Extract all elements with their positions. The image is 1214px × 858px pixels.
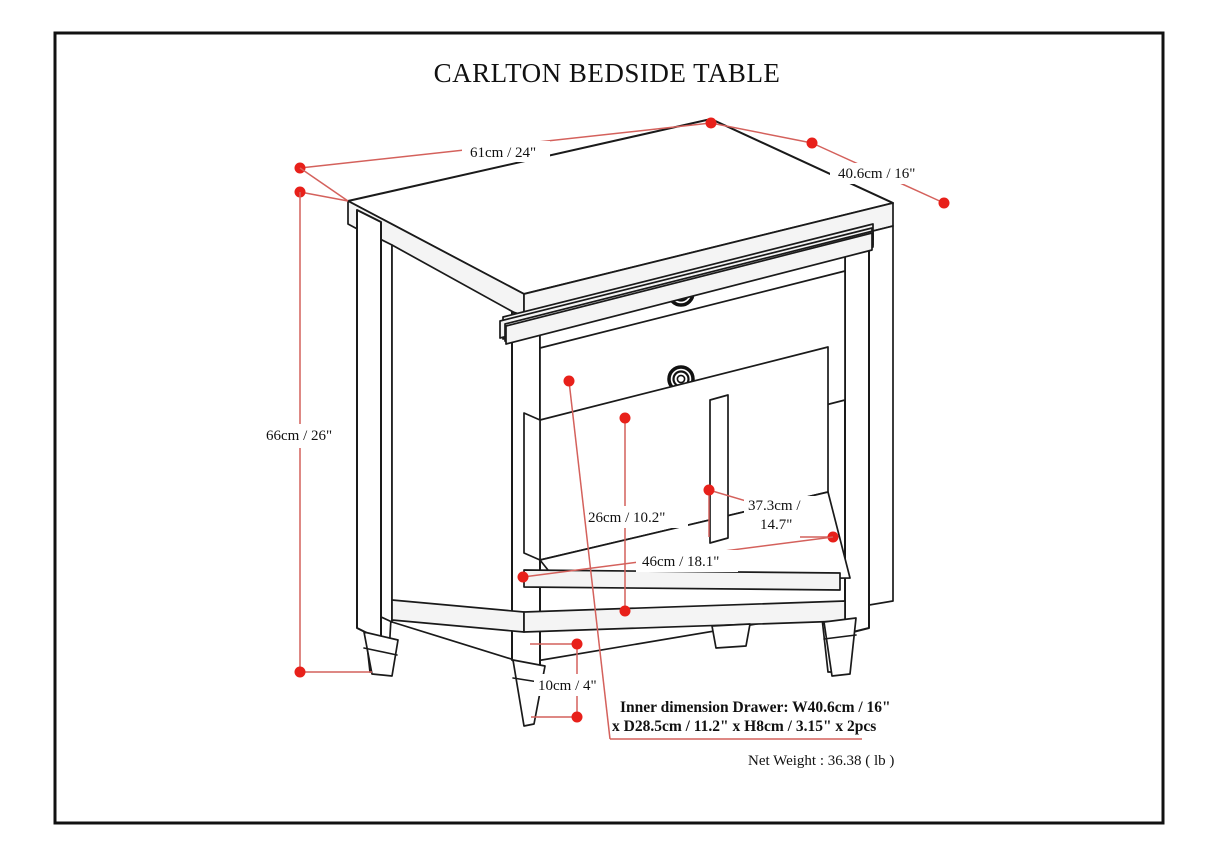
- leg-chamfer-right: [823, 634, 857, 640]
- drawer-separator: [505, 232, 873, 345]
- drawer-separator-face: [505, 232, 873, 345]
- dim-depth-label: 40.6cm / 16": [838, 166, 915, 182]
- shelf-left-wall: [523, 412, 541, 561]
- dim-shelfdepth-label-bg: [744, 496, 816, 536]
- dim-height-label: 66cm / 26": [266, 428, 332, 444]
- center-foot-block: [711, 623, 751, 649]
- shelf-front-edge: [523, 569, 841, 591]
- shelf-inner-post-right: [709, 394, 729, 544]
- bedside-table-illustration: [347, 118, 894, 727]
- dimension-leg-height: 10cm / 4": [530, 638, 616, 723]
- leg-front-left: [363, 631, 399, 677]
- dim-leg-dot-bottom: [571, 711, 583, 723]
- inner-drawer-leader-line: [568, 380, 611, 740]
- inner-drawer-note-line2: x D28.5cm / 11.2" x H8cm / 3.15" x 2pcs: [612, 718, 876, 735]
- dim-depth-label-bg: [830, 163, 930, 184]
- dim-leg-label: 10cm / 4": [538, 678, 597, 694]
- inner-drawer-note-line1: Inner dimension Drawer: W40.6cm / 16": [620, 699, 891, 716]
- dimension-overall-depth: 40.6cm / 16": [806, 137, 950, 209]
- dim-opening-label-bg: [584, 506, 688, 528]
- dim-shelfdepth-dot-start: [703, 484, 715, 496]
- dim-corner-tie-line: [299, 191, 349, 202]
- dim-width-label: 61cm / 24": [470, 145, 536, 161]
- front-legs: [363, 617, 857, 727]
- case-left-face: [391, 244, 525, 664]
- inner-drawer-callout: Inner dimension Drawer: W40.6cm / 16" x …: [563, 375, 891, 740]
- dim-shelfdepth-label-line2: 14.7": [760, 517, 792, 533]
- page-border: [53, 31, 1165, 825]
- dim-width-line-2: [710, 122, 813, 144]
- dimension-shelf-opening-height: 26cm / 10.2": [584, 412, 688, 617]
- dim-leg-dot-top: [571, 638, 583, 650]
- leg-front-right: [823, 617, 857, 677]
- dim-depth-dot-end: [938, 197, 950, 209]
- net-weight-label: Net Weight : 36.38 ( lb ): [748, 753, 894, 769]
- dim-depth-dot-start: [806, 137, 818, 149]
- leg-chamfer-left: [363, 647, 398, 656]
- dim-leg-label-bg: [534, 674, 616, 696]
- dim-opening-dot-bottom: [619, 605, 631, 617]
- shelf-front-edge-face: [523, 569, 841, 591]
- page-title: CARLTON BEDSIDE TABLE: [434, 58, 781, 88]
- case-left-panel: [391, 244, 525, 664]
- dim-width-label-bg: [462, 141, 550, 162]
- dim-shelfwidth-label-bg: [636, 550, 738, 572]
- dim-shelfwidth-label: 46cm / 18.1": [642, 554, 719, 570]
- dimension-shelf-depth: 37.3cm / 14.7": [703, 484, 839, 543]
- dimension-overall-height: 66cm / 26": [260, 192, 372, 678]
- dim-shelfdepth-label-line1: 37.3cm /: [748, 498, 801, 514]
- dim-height-label-bg: [260, 424, 346, 448]
- dim-opening-label: 26cm / 10.2": [588, 510, 665, 526]
- corner-post-front-left: [356, 209, 382, 641]
- dim-corner-tie-line-2: [299, 167, 349, 202]
- dimension-top-corner-tie: [294, 167, 349, 202]
- dimension-shelf-width: 46cm / 18.1": [517, 536, 834, 583]
- dim-shelfwidth-dot-start: [517, 571, 529, 583]
- dim-height-dot-bottom: [294, 666, 306, 678]
- dimension-overall-width: 61cm / 24": [294, 117, 813, 174]
- inner-drawer-leader-dot: [563, 375, 575, 387]
- dim-opening-dot-top: [619, 412, 631, 424]
- dim-width-dot-end: [705, 117, 717, 129]
